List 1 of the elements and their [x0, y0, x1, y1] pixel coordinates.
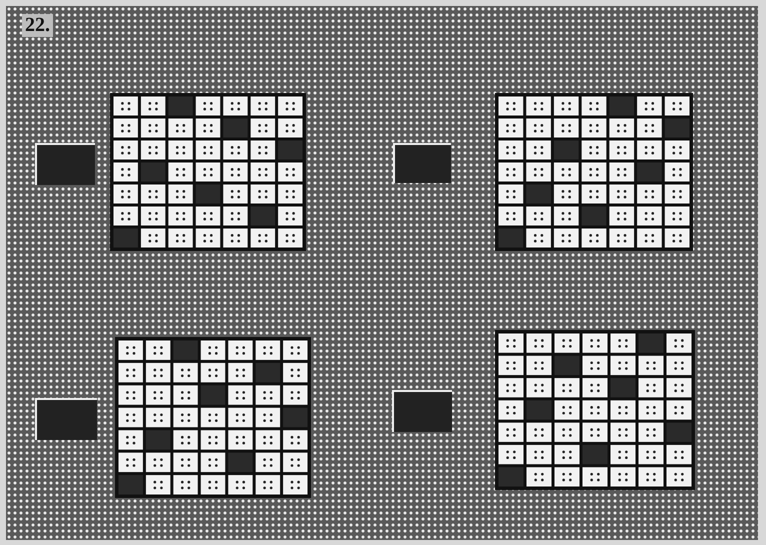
question-number: 22.	[22, 14, 53, 37]
